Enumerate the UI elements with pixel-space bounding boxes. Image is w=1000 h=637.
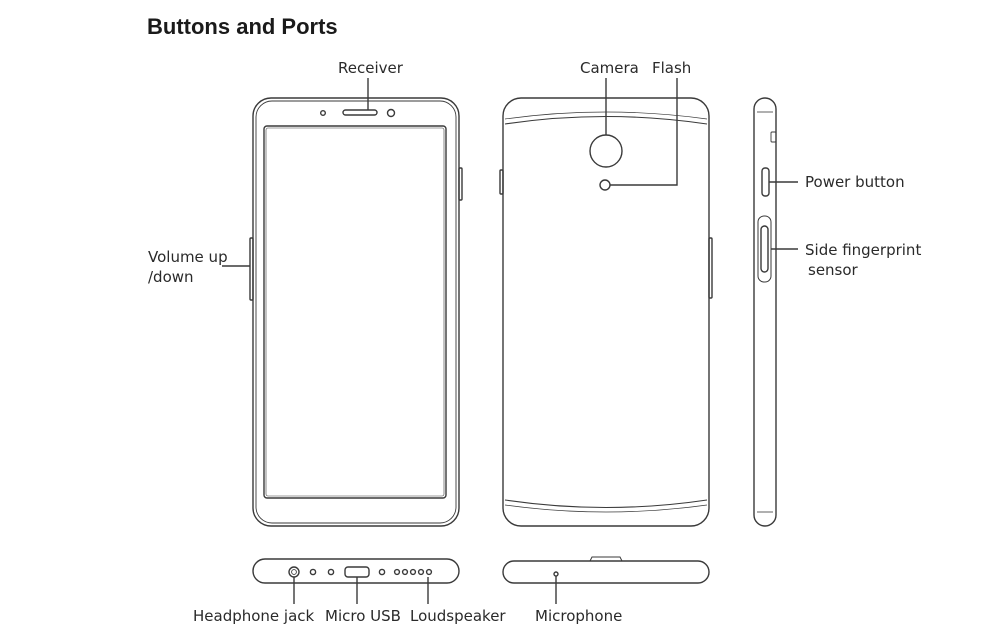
receiver-slot (342, 109, 378, 116)
loudspeaker-hole (393, 568, 401, 576)
phone-side-view (753, 97, 798, 527)
label-microphone: Microphone (535, 607, 623, 625)
label-receiver: Receiver (338, 59, 403, 77)
rear-flash (599, 179, 611, 191)
phone-top-view (502, 556, 710, 604)
front-inner-body (255, 100, 457, 524)
headphone-jack-port (288, 566, 300, 578)
rear-camera (589, 134, 623, 168)
label-power-button: Power button (805, 173, 905, 191)
label-micro-usb: Micro USB (325, 607, 401, 625)
label-fingerprint-line2: sensor (808, 261, 858, 279)
label-fingerprint: Side fingerprint sensor (805, 240, 921, 280)
label-camera: Camera (580, 59, 639, 77)
page-title: Buttons and Ports (147, 14, 338, 39)
side-outer-body (753, 97, 777, 527)
phone-front-view (222, 78, 463, 527)
top-edge-body (502, 560, 710, 584)
front-camera (386, 108, 396, 118)
bottom-edge-body (252, 558, 460, 584)
label-flash: Flash (652, 59, 692, 77)
label-headphone-jack: Headphone jack (193, 607, 315, 625)
phone-bottom-view (252, 558, 460, 604)
front-outer-body (252, 97, 460, 527)
phone-back-view (499, 78, 713, 527)
label-volume-line1: Volume up (148, 248, 228, 266)
label-volume: Volume up /down (148, 247, 228, 287)
micro-usb-port (344, 566, 370, 578)
microphone-hole (553, 571, 559, 577)
front-screen (263, 125, 447, 499)
label-fingerprint-line1: Side fingerprint (805, 241, 922, 259)
back-outer-body (502, 97, 710, 527)
front-side-button (458, 167, 463, 201)
label-volume-line2: /down (148, 268, 194, 286)
label-loudspeaker: Loudspeaker (410, 607, 506, 625)
power-button (761, 167, 770, 197)
front-sensor-dot (320, 109, 327, 116)
volume-button (249, 237, 254, 301)
